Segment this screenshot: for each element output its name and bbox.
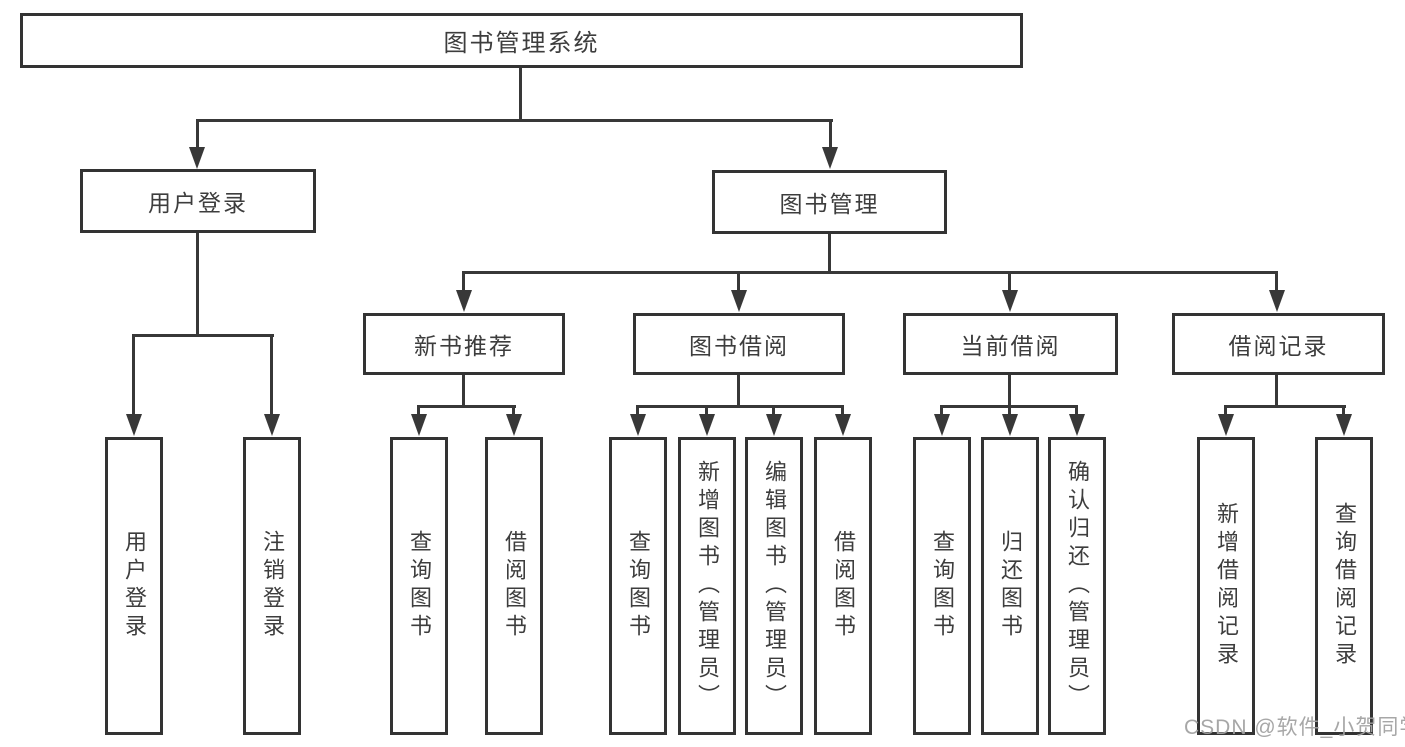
arrow-down-icon [264, 414, 280, 436]
connector-line [828, 234, 831, 274]
connector-line [512, 405, 515, 417]
connector-line [132, 334, 274, 337]
node-book-borrowing: 图书借阅 [633, 313, 845, 375]
leaf-label: 新增借阅记录 [1214, 502, 1239, 670]
leaf-confirm-return-admin: 确认归还（管理员） [1048, 437, 1106, 735]
connector-line [940, 405, 943, 417]
leaf-label: 编辑图书（管理员） [762, 460, 787, 712]
leaf-label: 查询图书 [626, 530, 651, 642]
leaf-query-borrow-record: 查询借阅记录 [1315, 437, 1373, 735]
connector-line [1275, 271, 1278, 293]
arrow-down-icon [189, 147, 205, 169]
connector-line [196, 233, 199, 337]
arrow-down-icon [630, 414, 646, 436]
leaf-label: 用户登录 [122, 530, 147, 642]
connector-line [196, 119, 199, 151]
leaf-borrow-books-borrowing: 借阅图书 [814, 437, 872, 735]
leaf-label: 查询借阅记录 [1332, 502, 1357, 670]
leaf-logout-login: 注销登录 [243, 437, 301, 735]
arrow-down-icon [126, 414, 142, 436]
connector-line [1342, 405, 1345, 417]
leaf-label: 新增图书（管理员） [695, 460, 720, 712]
arrow-down-icon [506, 414, 522, 436]
node-book-management: 图书管理 [712, 170, 947, 234]
connector-line [1275, 375, 1278, 408]
connector-line [132, 334, 135, 416]
arrow-down-icon [1002, 290, 1018, 312]
arrow-down-icon [731, 290, 747, 312]
arrow-down-icon [1336, 414, 1352, 436]
leaf-label: 注销登录 [260, 530, 285, 642]
connector-line [417, 405, 420, 417]
connector-line [462, 375, 465, 408]
arrow-down-icon [1218, 414, 1234, 436]
connector-line [737, 375, 740, 408]
leaf-label: 归还图书 [998, 530, 1023, 642]
connector-line [1008, 405, 1011, 417]
connector-line [705, 405, 708, 417]
connector-line [519, 66, 522, 122]
leaf-label: 借阅图书 [831, 530, 856, 642]
node-borrow-records: 借阅记录 [1172, 313, 1385, 375]
leaf-label: 确认归还（管理员） [1065, 460, 1090, 712]
connector-line [1008, 375, 1011, 408]
connector-line [1008, 271, 1011, 293]
node-new-book-recommend: 新书推荐 [363, 313, 565, 375]
arrow-down-icon [1069, 414, 1085, 436]
connector-line [1075, 405, 1078, 417]
connector-line [636, 405, 639, 417]
node-user-login: 用户登录 [80, 169, 316, 233]
arrow-down-icon [835, 414, 851, 436]
csdn-watermark: CSDN @软件_小贺同学 [1184, 716, 1405, 739]
leaf-label: 查询图书 [930, 530, 955, 642]
arrow-down-icon [934, 414, 950, 436]
leaf-query-books-recommend: 查询图书 [390, 437, 448, 735]
node-current-borrowing: 当前借阅 [903, 313, 1118, 375]
leaf-borrow-books-recommend: 借阅图书 [485, 437, 543, 735]
connector-line [772, 405, 775, 417]
arrow-down-icon [1269, 290, 1285, 312]
leaf-user-login: 用户登录 [105, 437, 163, 735]
node-library-management-system: 图书管理系统 [20, 13, 1023, 68]
connector-line [462, 271, 465, 293]
arrow-down-icon [411, 414, 427, 436]
leaf-return-books: 归还图书 [981, 437, 1039, 735]
connector-line [270, 334, 273, 416]
arrow-down-icon [456, 290, 472, 312]
connector-line [417, 405, 516, 408]
leaf-add-borrow-record: 新增借阅记录 [1197, 437, 1255, 735]
leaf-label: 查询图书 [407, 530, 432, 642]
connector-line [636, 405, 844, 408]
arrow-down-icon [1002, 414, 1018, 436]
connector-line [829, 119, 832, 151]
leaf-label: 借阅图书 [502, 530, 527, 642]
connector-line [196, 119, 833, 122]
connector-line [841, 405, 844, 417]
connector-line [737, 271, 740, 293]
arrow-down-icon [766, 414, 782, 436]
arrow-down-icon [822, 147, 838, 169]
arrow-down-icon [699, 414, 715, 436]
connector-line [1224, 405, 1346, 408]
connector-line [1224, 405, 1227, 417]
leaf-query-books-borrowing: 查询图书 [609, 437, 667, 735]
leaf-add-books-admin: 新增图书（管理员） [678, 437, 736, 735]
leaf-edit-books-admin: 编辑图书（管理员） [745, 437, 803, 735]
leaf-query-books-current: 查询图书 [913, 437, 971, 735]
connector-line [462, 271, 1278, 274]
